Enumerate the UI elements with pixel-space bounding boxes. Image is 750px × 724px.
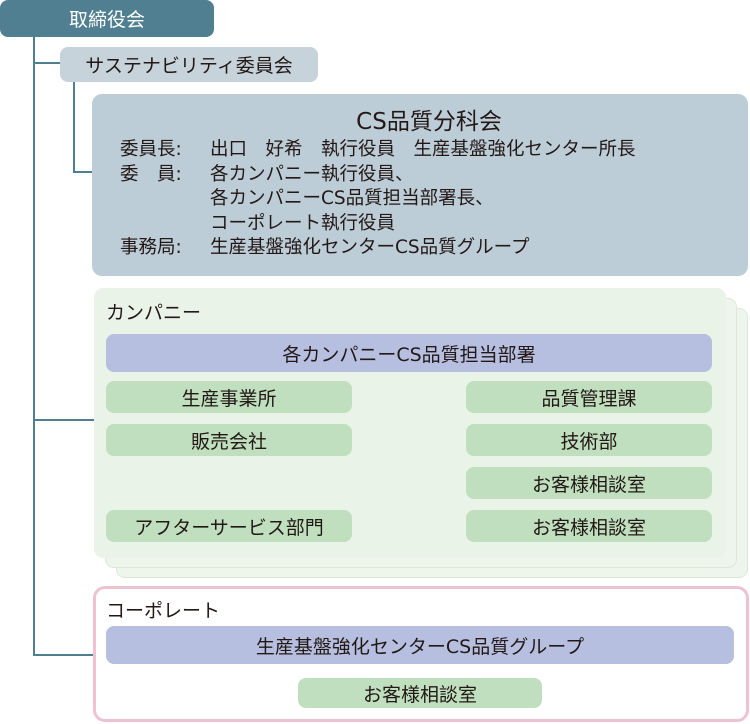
cs-secretariat-label: 事務局: (120, 237, 182, 258)
customer-desk-label: お客様相談室 (531, 473, 646, 496)
company-cs-dept-label: 各カンパニーCS品質担当部署 (282, 343, 536, 366)
company-cs-dept-bar: 各カンパニーCS品質担当部署 (106, 334, 712, 372)
sustainability-committee-node: サステナビリティ委員会 (60, 47, 318, 82)
cs-members-line: 各カンパニー執行役員、 (210, 163, 414, 185)
corporate-customer-desk-label: お客様相談室 (362, 683, 477, 706)
customer-desk-node: お客様相談室 (466, 510, 712, 542)
company-panel-title: カンパニー (106, 302, 202, 324)
board-node: 取締役会 (0, 0, 214, 37)
quality-control-section-node: 品質管理課 (466, 381, 712, 413)
corporate-customer-desk-node: お客様相談室 (298, 678, 542, 708)
cs-subcommittee-box: CS品質分科会 委員長: 出口 好希 執行役員 生産基盤強化センター所長 委 員… (92, 94, 748, 276)
sales-companies-node: 販売会社 (106, 424, 352, 456)
production-sites-node: 生産事業所 (106, 381, 352, 413)
cs-chair-label: 委員長: (120, 139, 182, 160)
board-label: 取締役会 (68, 9, 145, 31)
customer-desk-node: お客様相談室 (466, 467, 712, 499)
cs-members-row: 委 員: 各カンパニー執行役員、 各カンパニーCS品質担当部署長、 コーポレート… (120, 163, 738, 237)
cs-chair-row: 委員長: 出口 好希 執行役員 生産基盤強化センター所長 (120, 138, 738, 163)
corporate-cs-group-label: 生産基盤強化センターCS品質グループ (255, 635, 585, 658)
cs-secretariat-line: 生産基盤強化センターCS品質グループ (210, 237, 530, 258)
board-trunk-line (33, 37, 112, 656)
cs-members-line: コーポレート執行役員 (210, 212, 396, 234)
customer-desk-label: お客様相談室 (531, 516, 646, 539)
cs-chair-line: 出口 好希 執行役員 生産基盤強化センター所長 (210, 139, 636, 160)
cs-members-label: 委 員: (120, 163, 182, 185)
technical-dept-node: 技術部 (466, 424, 712, 456)
corporate-panel-title: コーポレート (106, 600, 221, 622)
production-sites-label: 生産事業所 (181, 387, 277, 410)
corporate-cs-group-bar: 生産基盤強化センターCS品質グループ (106, 626, 734, 664)
quality-control-section-label: 品質管理課 (541, 387, 637, 410)
committee-to-cs-line (73, 81, 92, 173)
cs-secretariat-row: 事務局: 生産基盤強化センターCS品質グループ (120, 236, 738, 261)
technical-dept-label: 技術部 (560, 430, 618, 453)
cs-members-line: 各カンパニーCS品質担当部署長、 (210, 188, 494, 209)
cs-subcommittee-title: CS品質分科会 (356, 109, 502, 135)
after-service-dept-label: アフターサービス部門 (134, 516, 324, 539)
after-service-dept-node: アフターサービス部門 (106, 510, 352, 542)
sustainability-committee-label: サステナビリティ委員会 (85, 55, 293, 77)
sales-companies-label: 販売会社 (190, 430, 267, 453)
